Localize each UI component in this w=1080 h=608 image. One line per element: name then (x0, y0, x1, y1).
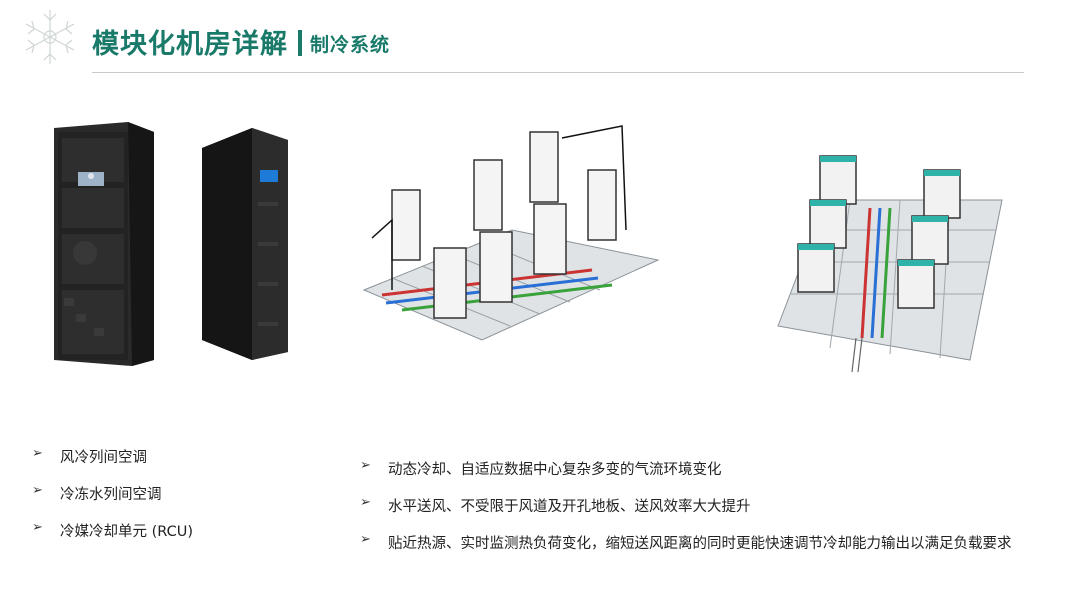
snowflake-logo-icon (25, 10, 75, 64)
air-cooled-cabinet-image (54, 122, 154, 366)
arrow-bullet-icon: ➢ (32, 446, 43, 461)
title-text: 模块化机房详解 (92, 29, 288, 60)
list-item: ➢贴近热源、实时监测热负荷变化，缩短送风距离的同时更能快速调节冷却能力输出以满足… (360, 532, 1012, 552)
header-divider (92, 72, 1024, 73)
arrow-bullet-icon: ➢ (360, 495, 371, 510)
list-item: ➢水平送风、不受限于风道及开孔地板、送风效率大大提升 (360, 495, 751, 515)
cooling-aisle-layout-image (362, 125, 660, 341)
cooling-grid-layout-image (777, 155, 1003, 373)
cabinet-side-image (202, 128, 288, 360)
page-title: 模块化机房详解制冷系统 (92, 22, 390, 61)
arrow-bullet-icon: ➢ (32, 520, 43, 535)
list-item: ➢冷冻水列间空调 (32, 483, 162, 503)
title-separator (298, 30, 302, 56)
list-item: ➢风冷列间空调 (32, 446, 147, 466)
subtitle-text: 制冷系统 (310, 34, 391, 56)
cooling-features-list: ➢动态冷却、自适应数据中心复杂多变的气流环境变化 ➢水平送风、不受限于风道及开孔… (360, 458, 1012, 569)
arrow-bullet-icon: ➢ (360, 532, 371, 547)
arrow-bullet-icon: ➢ (32, 483, 43, 498)
list-item: ➢动态冷却、自适应数据中心复杂多变的气流环境变化 (360, 458, 722, 478)
arrow-bullet-icon: ➢ (360, 458, 371, 473)
list-item: ➢冷媒冷却单元 (RCU) (32, 520, 194, 540)
cooling-types-list: ➢风冷列间空调 ➢冷冻水列间空调 ➢冷媒冷却单元 (RCU) (32, 446, 193, 557)
